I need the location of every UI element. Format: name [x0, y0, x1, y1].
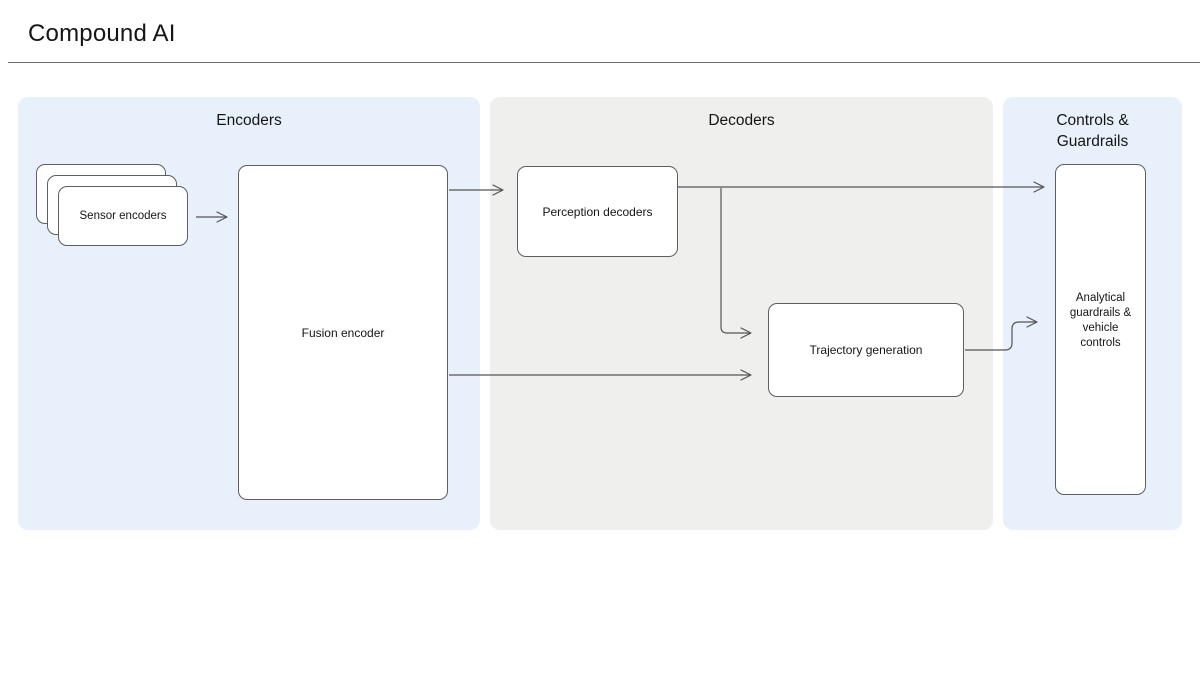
sensor-encoders-label: Sensor encoders [80, 210, 167, 222]
panel-controls-guardrails: Controls & Guardrails Analytical guardra… [1003, 97, 1182, 530]
fusion-encoder-node: Fusion encoder [238, 165, 448, 500]
trajectory-generation-node: Trajectory generation [768, 303, 964, 397]
perception-decoders-label: Perception decoders [542, 205, 652, 219]
panel-title-decoders: Decoders [490, 110, 993, 131]
panel-title-encoders: Encoders [18, 110, 480, 131]
sensor-card-front: Sensor encoders [58, 186, 188, 246]
page-title: Compound AI [28, 20, 176, 48]
perception-decoders-node: Perception decoders [517, 166, 678, 257]
panel-title-controls-guardrails: Controls & Guardrails [1003, 110, 1182, 153]
panel-decoders: Decoders Perception decoders Trajectory … [490, 97, 993, 530]
analytical-guardrails-node: Analytical guardrails & vehicle controls [1055, 164, 1146, 495]
panel-encoders: Encoders Sensor encoders Fusion encoder [18, 97, 480, 530]
analytical-guardrails-label: Analytical guardrails & vehicle controls [1070, 291, 1131, 351]
fusion-encoder-label: Fusion encoder [302, 326, 385, 340]
trajectory-generation-label: Trajectory generation [810, 343, 923, 357]
header-divider [8, 62, 1200, 63]
